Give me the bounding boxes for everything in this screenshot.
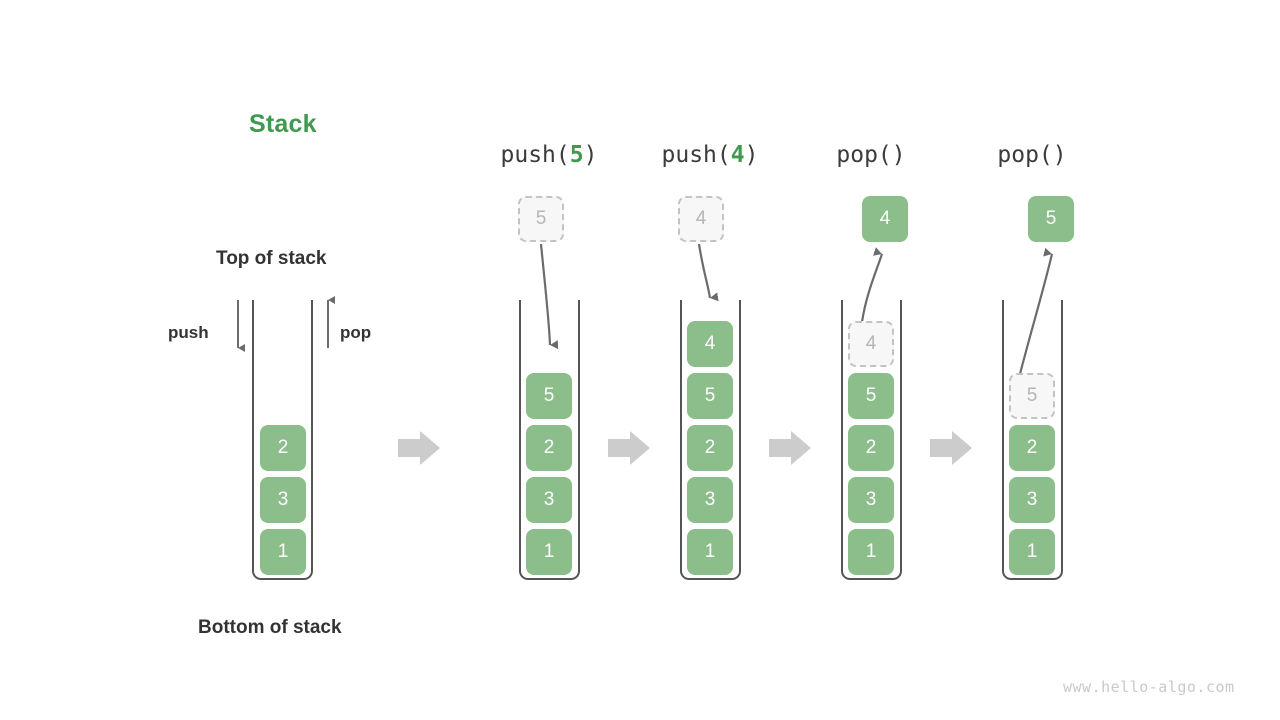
pop-5-motion-arrow: [1018, 247, 1054, 375]
stack-element: 5: [687, 373, 733, 419]
pop-4-motion-arrow: [860, 247, 884, 323]
stack-element: 4: [687, 321, 733, 367]
stack-element: 2: [260, 425, 306, 471]
stack-container-initial: [252, 300, 313, 580]
stack-element: 1: [1009, 529, 1055, 575]
push-5-motion-arrow: [539, 243, 559, 350]
stack-element: 3: [848, 477, 894, 523]
flow-arrow-3: [769, 431, 811, 465]
watermark: www.hello-algo.com: [1063, 678, 1235, 696]
stack-element: 5: [526, 373, 572, 419]
push-4-motion-arrow: [697, 243, 719, 302]
ghost-element-in-stack: 5: [1009, 373, 1055, 419]
stack-element: 3: [1009, 477, 1055, 523]
push-pop-arrows: [237, 296, 335, 352]
push-label: push: [168, 323, 209, 342]
flow-arrow-2: [608, 431, 650, 465]
flow-arrow-4: [930, 431, 972, 465]
op-header-prefix: push(: [661, 142, 731, 168]
stack-container-pop-4: [841, 300, 902, 580]
stack-element: 3: [687, 477, 733, 523]
bottom-of-stack-label: Bottom of stack: [198, 617, 342, 638]
op-header-prefix: push(: [500, 142, 570, 168]
op-header-prefix: pop(: [836, 142, 892, 168]
op-header-suffix: ): [1052, 142, 1067, 168]
stack-container-pop-5: [1002, 300, 1063, 580]
op-header-pop-2: pop(): [962, 142, 1102, 168]
stack-element: 2: [848, 425, 894, 471]
top-of-stack-label: Top of stack: [216, 248, 327, 269]
stack-element: 2: [687, 425, 733, 471]
floating-element-pop-4: 4: [862, 196, 908, 242]
stack-element: 1: [848, 529, 894, 575]
op-header-suffix: ): [583, 142, 598, 168]
op-header-pop-1: pop(): [801, 142, 941, 168]
stack-element: 3: [260, 477, 306, 523]
floating-element-pop-5: 5: [1028, 196, 1074, 242]
pop-label: pop: [340, 323, 372, 342]
op-header-push-4: push(4): [640, 142, 780, 168]
stack-element: 2: [526, 425, 572, 471]
flow-arrow-1: [398, 431, 440, 465]
op-header-suffix: ): [891, 142, 906, 168]
stack-element: 1: [260, 529, 306, 575]
op-header-prefix: pop(: [997, 142, 1053, 168]
op-header-arg: 4: [730, 142, 745, 168]
stack-element: 3: [526, 477, 572, 523]
stack-element: 1: [526, 529, 572, 575]
stack-element: 5: [848, 373, 894, 419]
ghost-element-in-stack: 4: [848, 321, 894, 367]
op-header-suffix: ): [744, 142, 759, 168]
page-title: Stack: [249, 110, 317, 138]
floating-element-push-5: 5: [518, 196, 564, 242]
stack-container-push-5: [519, 300, 580, 580]
op-header-arg: 5: [569, 142, 584, 168]
stack-element: 1: [687, 529, 733, 575]
stack-container-push-4: [680, 300, 741, 580]
op-header-push-5: push(5): [479, 142, 619, 168]
floating-element-push-4: 4: [678, 196, 724, 242]
stack-element: 2: [1009, 425, 1055, 471]
